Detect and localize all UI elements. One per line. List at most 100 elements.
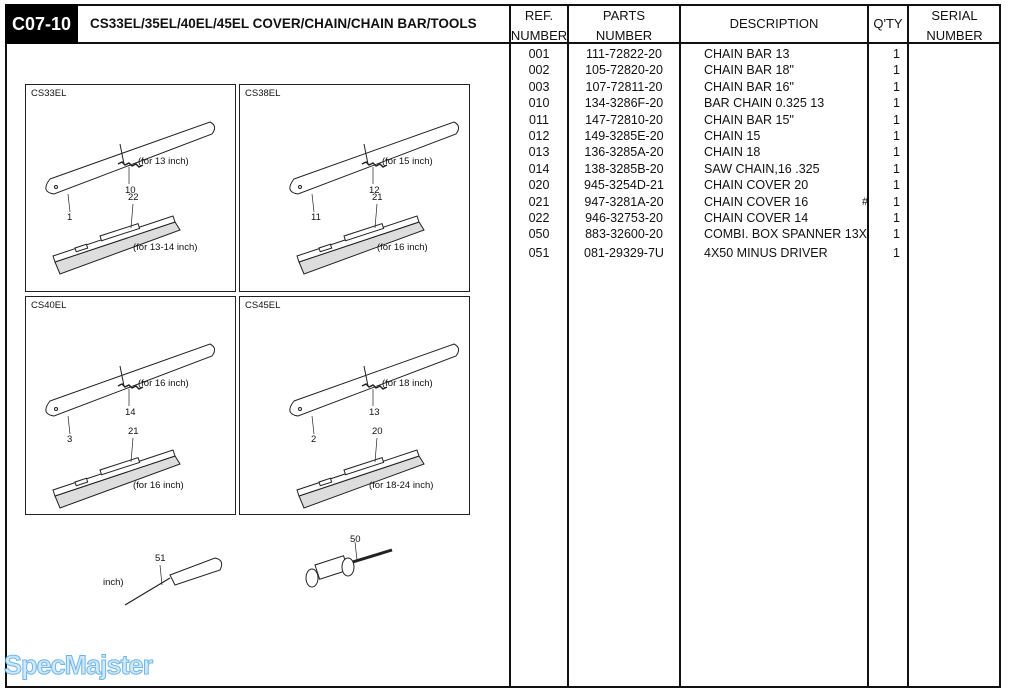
cell-qty: 1 — [893, 227, 900, 242]
cell-part: 947-3281A-20 — [584, 194, 664, 209]
divider — [567, 4, 569, 688]
cell-ref: 013 — [528, 145, 550, 160]
cell-qty: 1 — [893, 96, 900, 111]
cell-desc: SAW CHAIN,16 .325 — [704, 161, 820, 176]
cell-part: 946-32753-20 — [585, 211, 663, 225]
chain-ref-callout: 10 — [125, 185, 136, 196]
cell-desc: 4X50 MINUS DRIVER — [704, 245, 828, 260]
cell-ref: 051 — [528, 245, 550, 260]
chain-cover-icon — [296, 215, 425, 275]
bar-ref-callout: 2 — [311, 434, 317, 445]
bar-ref-callout: 1 — [67, 212, 73, 223]
cell-part: 134-3286F-20 — [584, 96, 664, 111]
cell-ref: 001 — [528, 47, 550, 61]
watermark-logo: SpecMajster — [3, 650, 153, 681]
stray-note: inch) — [103, 577, 124, 588]
cell-desc: BAR CHAIN 0.325 13 — [704, 96, 825, 111]
cell-ref: 050 — [528, 227, 550, 242]
cell-qty: 1 — [893, 145, 900, 160]
cover-ref-callout: 20 — [372, 426, 383, 437]
cell-part: 105-72820-20 — [585, 63, 663, 78]
panel-model-label: CS40EL — [31, 300, 67, 311]
cell-qty: 1 — [893, 79, 900, 94]
cell-ref: 003 — [528, 79, 550, 94]
divider — [907, 4, 909, 688]
bar-ref-callout: 11 — [311, 212, 321, 223]
cell-qty: 1 — [893, 194, 900, 209]
cell-qty: 1 — [893, 63, 900, 78]
cell-ref: 002 — [528, 63, 550, 78]
chain-ref-callout: 12 — [369, 185, 380, 196]
spanner-ref-callout: 50 — [350, 534, 361, 545]
cell-desc: CHAIN BAR 16" — [704, 79, 794, 94]
chain-note: (for 15 inch) — [382, 156, 433, 167]
cover-note: (for 16 inch) — [133, 480, 184, 491]
chain-bar-icon — [289, 121, 460, 195]
cell-desc: CHAIN COVER 16 — [704, 194, 809, 209]
driver-ref-callout: 51 — [155, 553, 166, 564]
cell-part: 111-72822-20 — [586, 47, 662, 61]
cell-part: 149-3285E-20 — [584, 129, 664, 143]
cover-note: (for 16 inch) — [377, 242, 428, 253]
cell-part: 081-29329-7U — [584, 245, 664, 260]
cell-desc: COMBI. BOX SPANNER 13X — [704, 227, 867, 242]
panel-cs38el — [239, 84, 470, 292]
cell-qty: 1 — [893, 178, 900, 193]
cell-ref: 011 — [529, 112, 549, 127]
panel-cs45el — [239, 296, 470, 515]
cell-desc: CHAIN BAR 13 — [704, 47, 790, 61]
col-header-ref: REF.NUMBER — [510, 4, 568, 44]
chain-bar-icon — [45, 343, 216, 417]
panel-model-label: CS33EL — [31, 88, 67, 99]
page-frame — [5, 4, 1001, 688]
cell-ref: 021 — [528, 194, 550, 209]
cell-qty: 1 — [893, 161, 900, 176]
chain-bar-icon — [45, 121, 216, 195]
chain-note: (for 18 inch) — [382, 378, 433, 389]
cell-desc: CHAIN BAR 15" — [704, 112, 794, 127]
box-spanner-icon — [305, 541, 393, 588]
chain-note: (for 13 inch) — [138, 156, 189, 167]
cell-desc: CHAIN 18 — [704, 145, 761, 160]
cell-desc: CHAIN COVER 20 — [704, 178, 809, 193]
screwdriver-icon — [124, 557, 223, 606]
divider — [509, 4, 511, 688]
bar-ref-callout: 3 — [67, 434, 73, 445]
section-code: C07-10 — [5, 4, 78, 44]
cell-qty: 1 — [893, 47, 900, 61]
cover-ref-callout: 22 — [128, 192, 139, 203]
cell-qty: 1 — [893, 245, 900, 260]
cell-desc: CHAIN 15 — [704, 129, 761, 143]
page-title: CS33EL/35EL/40EL/45EL COVER/CHAIN/CHAIN … — [78, 4, 510, 44]
col-header-description: DESCRIPTION — [680, 4, 868, 44]
cover-ref-callout: 21 — [128, 426, 139, 437]
cell-part: 107-72811-20 — [585, 79, 663, 94]
cell-ref: 010 — [528, 96, 550, 111]
cover-note: (for 13-14 inch) — [133, 242, 198, 253]
cell-qty: 1 — [893, 129, 900, 143]
cell-qty: 1 — [893, 211, 900, 225]
cell-part: 945-3254D-21 — [584, 178, 664, 193]
panel-model-label: CS38EL — [245, 88, 281, 99]
cell-part: 883-32600-20 — [585, 227, 663, 242]
cover-note: (for 18-24 inch) — [369, 480, 434, 491]
cell-desc: CHAIN BAR 18" — [704, 63, 794, 78]
chain-ref-callout: 13 — [369, 407, 380, 418]
cell-desc: CHAIN COVER 14 — [704, 211, 809, 225]
cell-part: 147-72810-20 — [585, 112, 663, 127]
panel-cs40el — [25, 296, 236, 515]
panel-cs33el — [25, 84, 236, 292]
cover-ref-callout: 21 — [372, 192, 383, 203]
chain-cover-icon — [52, 449, 181, 509]
cell-ref: 022 — [528, 211, 550, 225]
chain-bar-icon — [289, 343, 460, 417]
cell-ref: 020 — [528, 178, 550, 193]
cell-qty: 1 — [893, 112, 900, 127]
cell-part: 138-3285B-20 — [584, 161, 664, 176]
divider — [679, 4, 681, 688]
row-mark: # — [862, 195, 869, 208]
chain-ref-callout: 14 — [125, 407, 136, 418]
